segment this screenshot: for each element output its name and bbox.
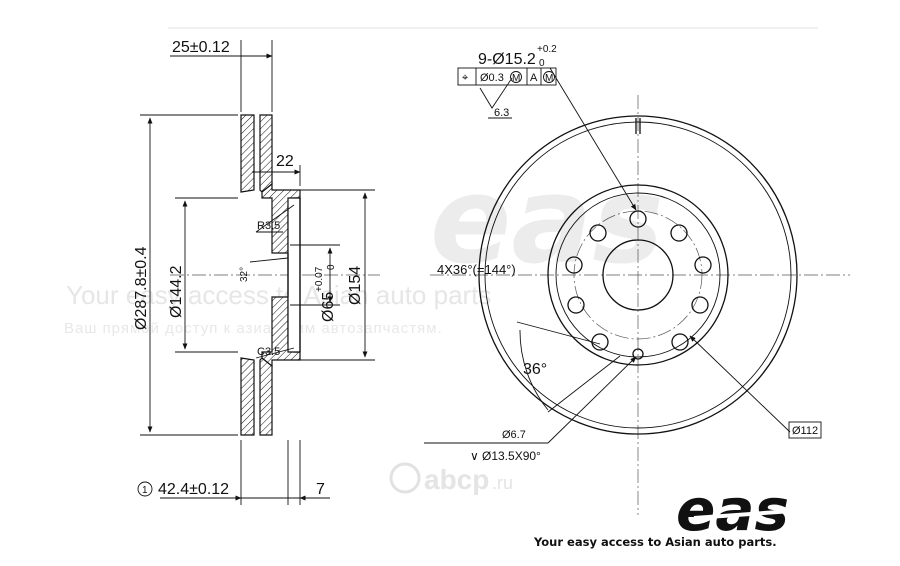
surface-roughness: 6.3 xyxy=(494,107,509,119)
bolt-hole xyxy=(670,224,688,242)
brand-logo: eas xyxy=(676,476,789,544)
tolerance-frame: ⌖ Ø0.3 M A M xyxy=(457,67,557,86)
watermark-logo: eas xyxy=(430,152,664,291)
watermark-line-2: Ваш прямой доступ к азиатским автозапчас… xyxy=(64,320,443,337)
dim-holes-leader xyxy=(549,67,637,211)
dim-chamfer-leader xyxy=(255,347,295,359)
dim-bolt-circle-box xyxy=(788,421,822,439)
dim-countersink-icon: ∨ xyxy=(470,449,479,463)
dim-overall-height: 42.4±0.12 xyxy=(158,481,229,498)
brand-block: eas Your easy access to Asian auto parts… xyxy=(533,476,863,549)
watermark-group: eas Your easy access to Asian auto parts… xyxy=(64,152,664,495)
dim-small-hole-leader xyxy=(547,356,637,444)
disc-outer-circle xyxy=(478,115,798,435)
watermark-abcp-domain: .ru xyxy=(492,473,513,493)
dim-small-hole: Ø6.7 xyxy=(502,429,526,441)
dim-countersink: Ø13.5X90° xyxy=(482,449,541,463)
dim-chamfer: C3.5 xyxy=(257,346,280,358)
dim-angle-leader xyxy=(249,257,289,263)
position-icon: ⌖ xyxy=(462,72,468,84)
section-view: 25±0.12 22 Ø287.8±0.4 Ø144.2 Ø65 +0.07 0… xyxy=(133,39,380,505)
dim-bolt-circle-leader xyxy=(689,335,791,433)
dim-angle-36: 36° xyxy=(523,361,547,378)
bolt-hole xyxy=(671,333,689,351)
dim-radius-leader xyxy=(255,204,295,233)
section-upper-outer-plate xyxy=(259,114,273,193)
hat-outer-circle xyxy=(547,184,729,366)
hat-inner-circle xyxy=(555,192,721,358)
height-marker: 1 xyxy=(142,485,148,496)
section-lower-inner-plate xyxy=(240,357,255,436)
bolt-hole xyxy=(567,296,585,314)
dim-angle-pattern: 4X36°(=144°) xyxy=(437,262,516,277)
center-bore-circle xyxy=(602,239,674,311)
dim-angle: 32° xyxy=(239,267,250,282)
dim-center-bore: Ø65 xyxy=(320,292,337,322)
dim-angle-arc xyxy=(519,329,549,411)
front-view: 9-Ø15.2 +0.2 0 ⌖ Ø0.3 M A M 6.3 4X36°(=1… xyxy=(424,44,850,515)
brand-tagline: Your easy access to Asian auto parts. xyxy=(533,535,777,549)
datum-ref: A xyxy=(530,72,538,84)
bolt-hole xyxy=(629,210,647,228)
dim-angle-leg-a xyxy=(516,321,601,345)
datum-mmc-modifier: M xyxy=(545,73,553,84)
watermark-abcp: abcp xyxy=(424,464,489,495)
dim-pilot-dia: Ø154 xyxy=(347,266,364,305)
bolt-hole xyxy=(694,256,712,274)
dim-hat-dia: Ø144.2 xyxy=(168,265,185,318)
section-lower-outer-plate xyxy=(259,357,273,436)
height-marker-icon xyxy=(137,481,153,497)
dim-thickness: 25±0.12 xyxy=(172,39,230,56)
dim-holes: 9-Ø15.2 xyxy=(478,51,536,68)
dim-hat-depth: 22 xyxy=(276,153,294,170)
bolt-hole xyxy=(589,224,607,242)
dim-bolt-circle: Ø112 xyxy=(792,425,818,437)
dim-flange: 7 xyxy=(316,481,325,498)
section-upper-inner-plate xyxy=(240,114,255,193)
bolt-circle xyxy=(573,210,703,340)
dim-holes-tol-upper: +0.2 xyxy=(537,44,557,55)
dim-outer-dia: Ø287.8±0.4 xyxy=(133,246,150,330)
dim-angle-leg-b xyxy=(547,355,621,413)
dim-holes-tol-lower: 0 xyxy=(539,58,545,69)
locator-hole xyxy=(632,348,644,360)
dim-center-bore-tol-upper: +0.07 xyxy=(314,266,325,292)
abcp-logo-icon xyxy=(389,462,421,494)
section-hub-face xyxy=(287,197,301,353)
mmc-modifier: M xyxy=(512,73,520,84)
bolt-hole xyxy=(565,256,583,274)
dim-center-bore-tol-lower: 0 xyxy=(326,264,337,270)
disc-outer-edge xyxy=(484,121,792,429)
bolt-hole xyxy=(691,296,709,314)
brand-logo-slash xyxy=(693,504,863,520)
dim-radius: R3.5 xyxy=(257,220,280,232)
tolerance-value: Ø0.3 xyxy=(480,72,504,84)
surface-roughness-icon xyxy=(479,77,513,109)
